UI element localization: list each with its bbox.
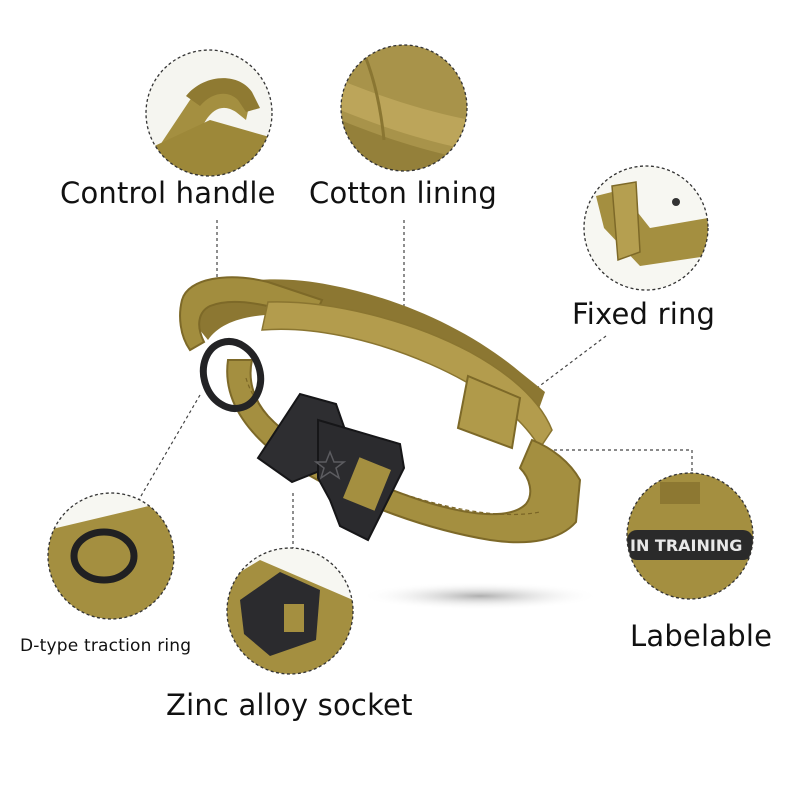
inset-cotton-lining xyxy=(340,44,468,172)
callout-fixed-ring: Fixed ring xyxy=(572,297,716,331)
floor-shadow xyxy=(360,582,600,610)
patch-text: IN TRAINING xyxy=(630,536,742,555)
d-ring-hardware xyxy=(199,338,265,412)
callout-d-type-ring: D-type traction ring xyxy=(20,636,192,656)
inset-border xyxy=(226,547,354,675)
inset-labelable: IN TRAINING xyxy=(626,472,754,600)
inset-border xyxy=(583,165,709,291)
callout-labelable: Labelable xyxy=(630,619,773,653)
collar xyxy=(179,276,582,544)
leader-line-labelable xyxy=(542,449,693,472)
inset-border xyxy=(47,492,175,620)
inset-control-handle xyxy=(145,49,273,177)
inset-fixed-ring xyxy=(583,165,709,291)
inset-d-ring xyxy=(47,492,175,620)
control-handle-loop xyxy=(179,276,324,352)
leader-line-d-ring xyxy=(133,394,201,509)
callout-cotton-lining: Cotton lining xyxy=(309,176,498,210)
zinc-alloy-buckle xyxy=(256,392,406,542)
leader-line-fixed-ring xyxy=(496,335,607,419)
inset-zinc-socket xyxy=(226,547,354,675)
buckle-star-emblem xyxy=(313,449,347,480)
callout-control-handle: Control handle xyxy=(60,176,276,210)
in-training-patch xyxy=(627,530,753,560)
fixed-ring-keeper xyxy=(456,374,522,450)
buckle-slot xyxy=(342,457,392,511)
inset-border xyxy=(340,44,468,172)
callout-zinc-socket: Zinc alloy socket xyxy=(166,688,413,722)
inset-border xyxy=(145,49,273,177)
inset-border xyxy=(626,472,754,600)
